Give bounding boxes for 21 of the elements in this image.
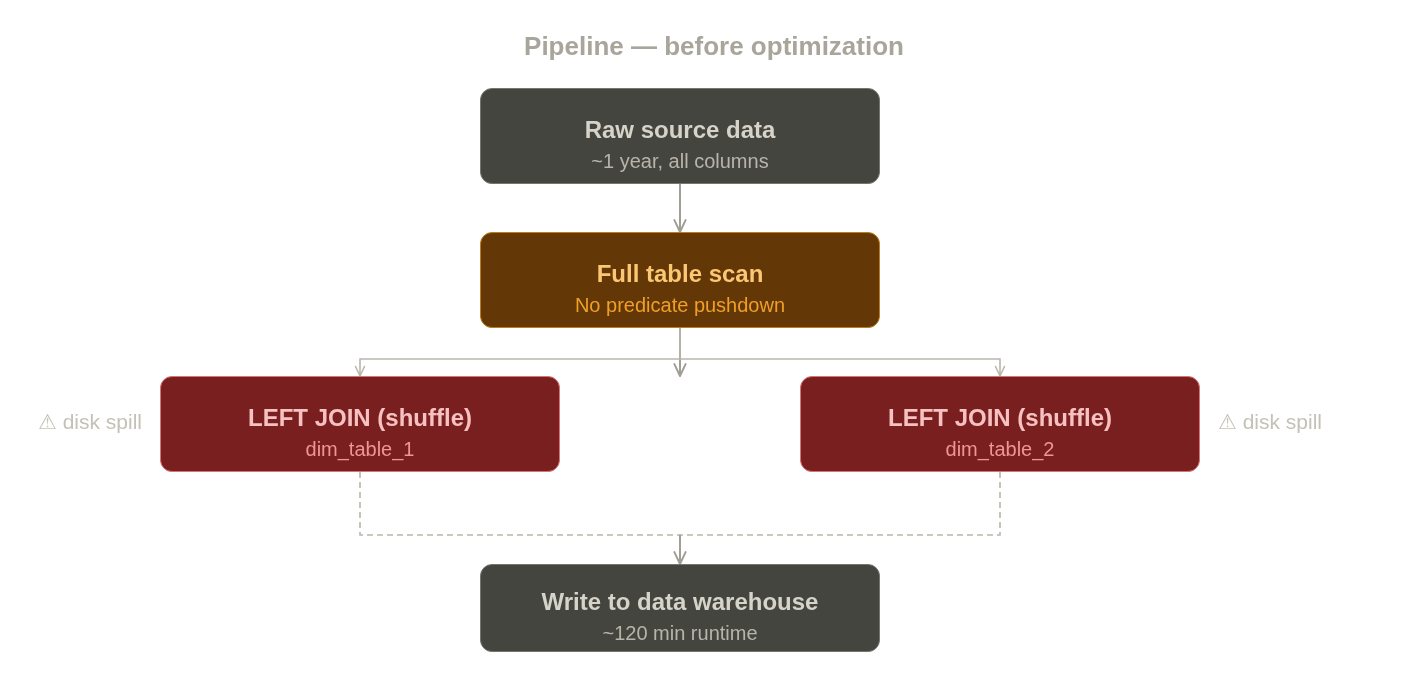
process-box — [480, 232, 880, 328]
step-detail: dim_table_2 — [945, 436, 1055, 462]
step-title: Raw source data — [584, 114, 776, 145]
process-box — [480, 564, 880, 652]
arrow — [673, 183, 687, 233]
arrow — [673, 534, 687, 565]
step-detail: dim_table_1 — [305, 436, 415, 462]
step-title: Full table scan — [596, 258, 764, 289]
step-detail: No predicate pushdown — [574, 292, 786, 318]
warning-note: ⚠ disk spill — [1218, 409, 1322, 435]
arrow — [679, 327, 1006, 377]
step-detail: ~1 year, all columns — [591, 148, 769, 174]
process-box — [800, 376, 1200, 472]
warning-note: ⚠ disk spill — [38, 409, 142, 435]
step-title: LEFT JOIN (shuffle) — [888, 402, 1112, 433]
process-box — [480, 88, 880, 184]
diagram-title: Pipeline — before optimization — [524, 30, 904, 62]
step-title: Write to data warehouse — [541, 586, 819, 617]
step-title: LEFT JOIN (shuffle) — [248, 402, 472, 433]
process-box — [160, 376, 560, 472]
step-detail: ~120 min runtime — [602, 620, 758, 646]
